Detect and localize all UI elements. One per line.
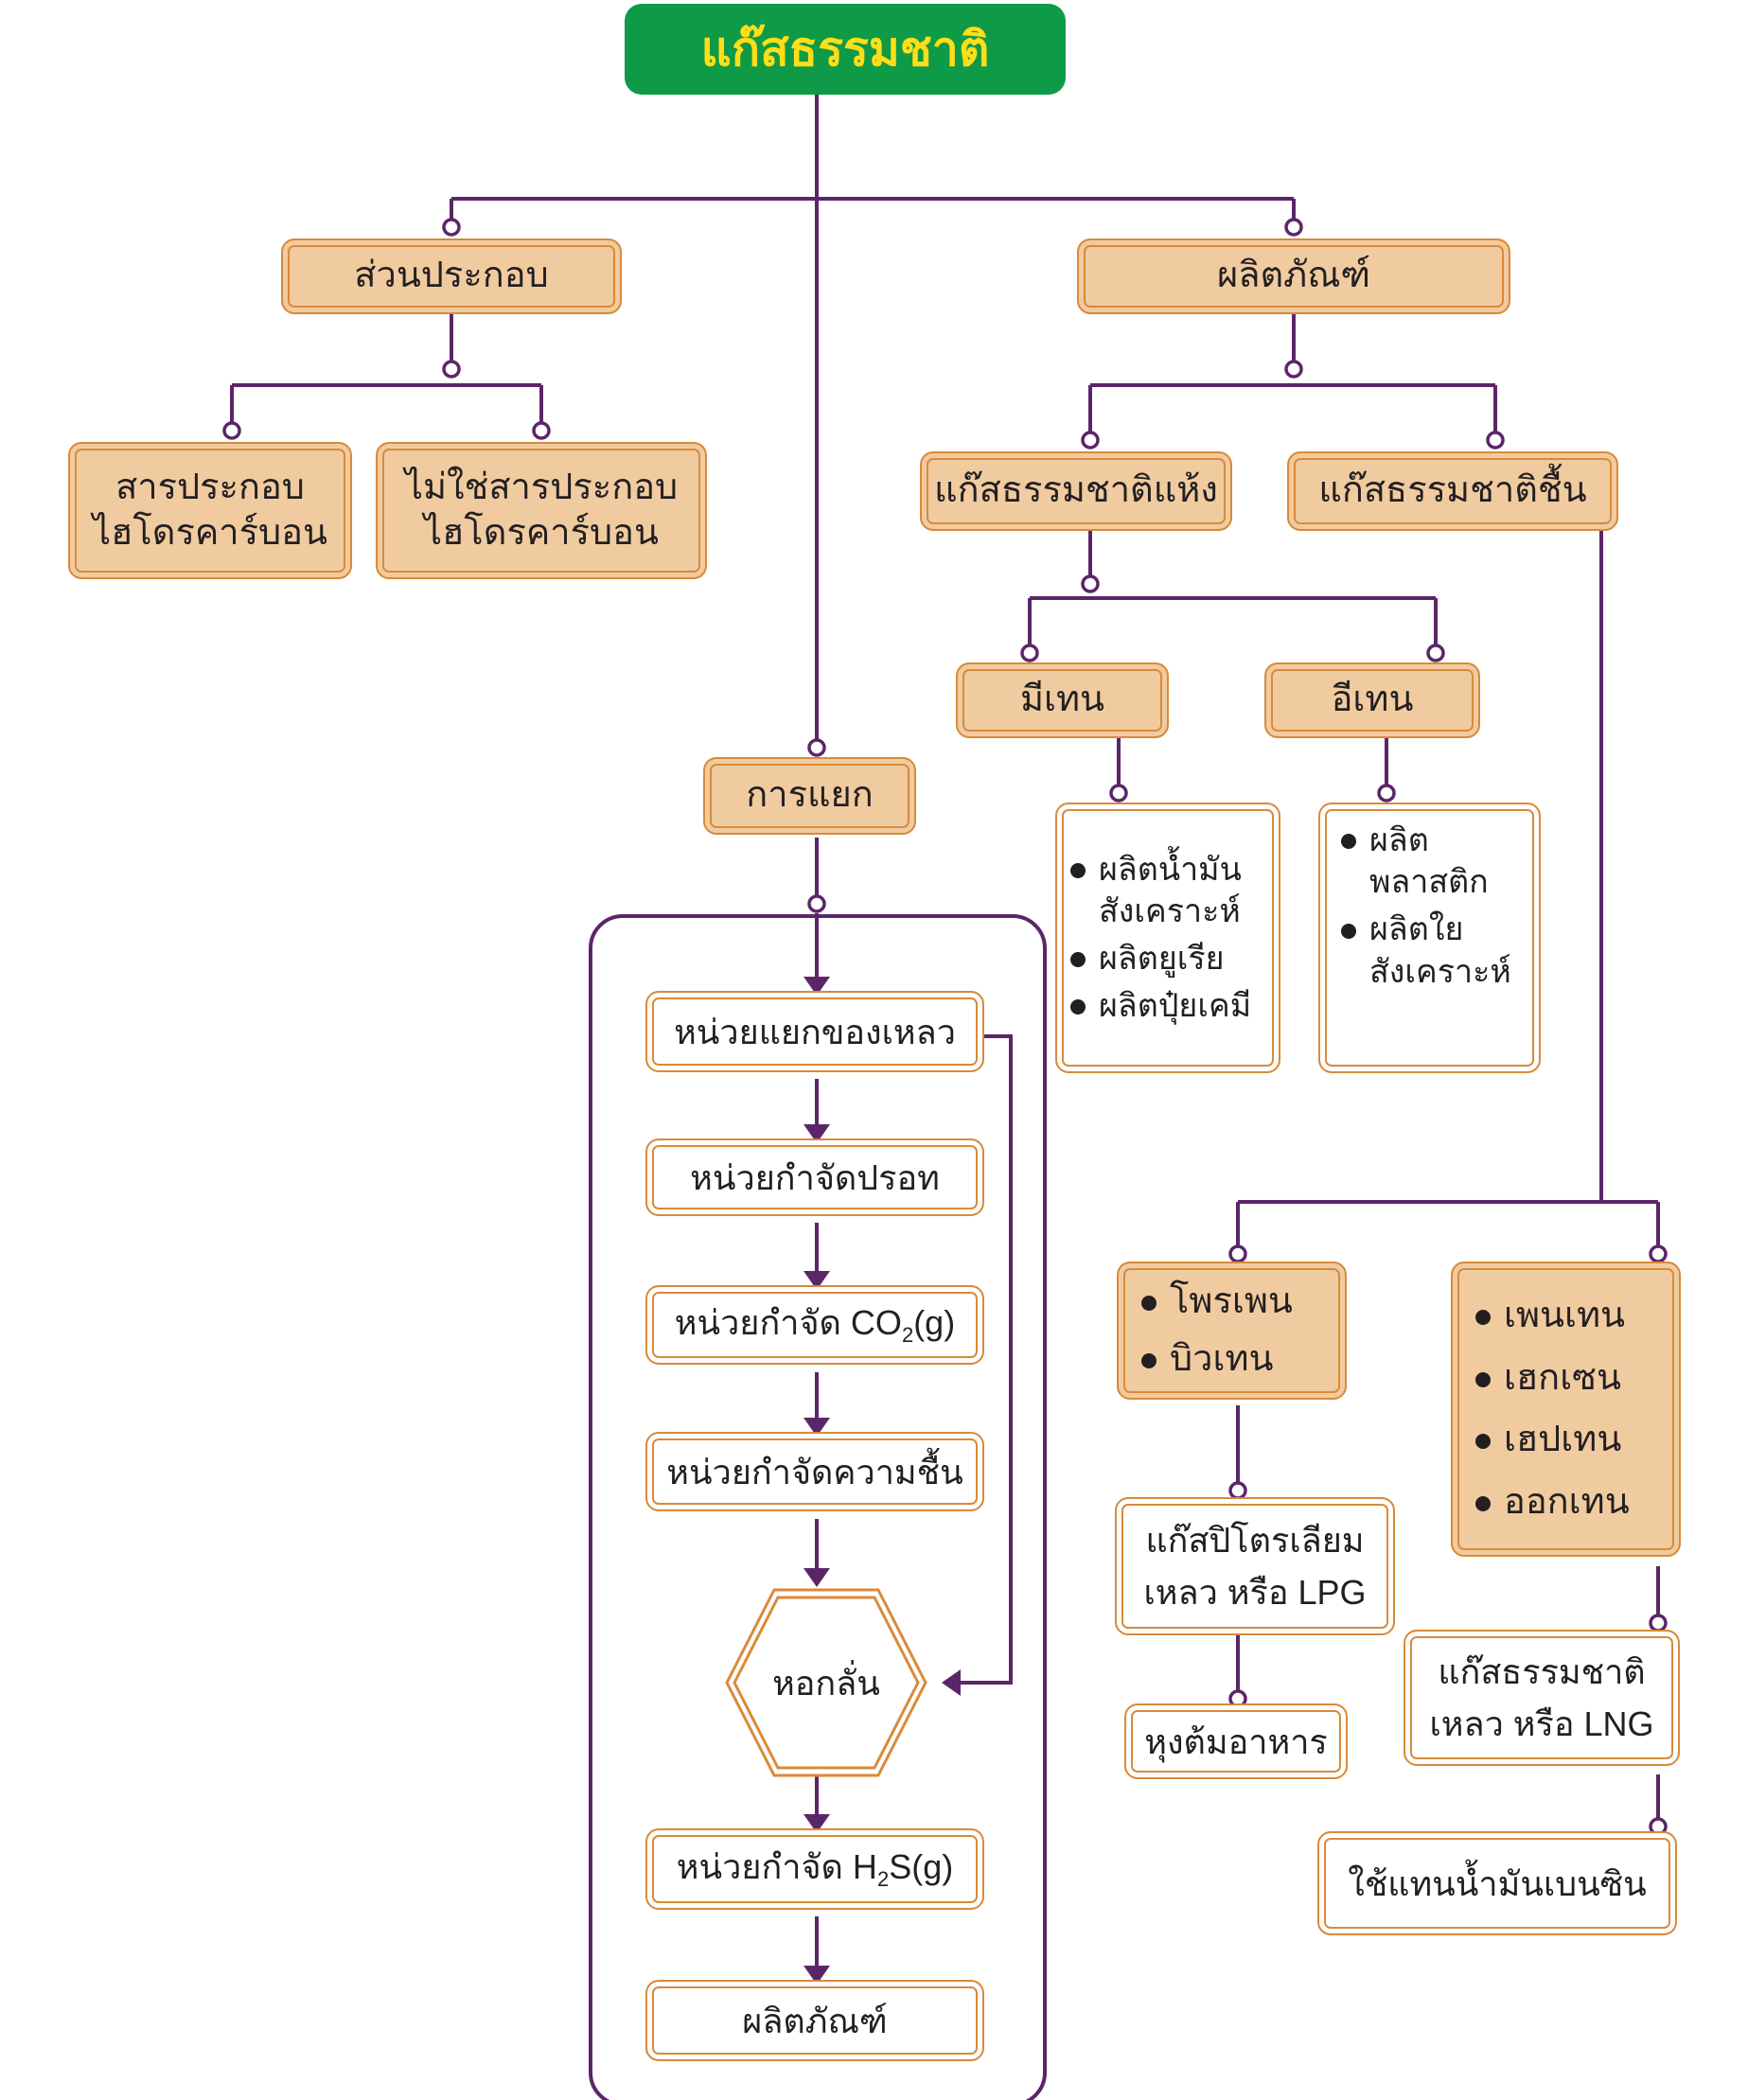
step-co2-box: หน่วยกำจัด CO2(g) [645, 1285, 984, 1365]
ethane-use-1: ผลิต [1341, 820, 1429, 861]
step-co2-label: หน่วยกำจัด CO2(g) [674, 1303, 956, 1348]
methane-use-2: ผลิตยูเรีย [1070, 938, 1225, 979]
bullet-icon [1070, 862, 1086, 878]
hydrocarbon-line-2: ไฮโดรคาร์บอน [93, 512, 327, 553]
methane-use-1-cont: สังเคราะห์ [1099, 892, 1241, 929]
lpg-line-1: แก๊สปิโตรเลียม [1145, 1521, 1365, 1560]
ethane-uses-box: ผลิต พลาสติก ผลิตใย สังเคราะห์ [1318, 803, 1541, 1073]
step-product-box: ผลิตภัณฑ์ [645, 1980, 984, 2061]
methane-use-1: ผลิตน้ำมัน [1070, 849, 1242, 891]
bullet-icon [1475, 1434, 1491, 1450]
dry-gas-label: แก๊สธรรมชาติแห้ง [934, 470, 1218, 511]
wet-gas-box: แก๊สธรรมชาติชื้น [1287, 451, 1618, 531]
bullet-icon [1141, 1295, 1157, 1311]
step-moisture-label: หน่วยกำจัดความชื้น [666, 1452, 963, 1491]
lpg-use-box: หุงต้มอาหาร [1124, 1703, 1348, 1779]
light-gas-1: โพรเพน [1141, 1279, 1293, 1325]
bullet-icon [1341, 923, 1356, 939]
step-liquid-box: หน่วยแยกของเหลว [645, 991, 984, 1072]
arrowheads [803, 977, 961, 1985]
lng-line-1: แก๊สธรรมชาติ [1438, 1652, 1646, 1691]
bullet-icon [1475, 1495, 1491, 1511]
step-moisture-box: หน่วยกำจัดความชื้น [645, 1432, 984, 1511]
heavy-gas-1: เพนเทน [1475, 1294, 1625, 1339]
ethane-use-1-cont: พลาสติก [1369, 864, 1489, 901]
bullet-icon [1070, 999, 1086, 1015]
methane-label: มีเทน [1019, 679, 1105, 720]
title-box: แก๊สธรรมชาติ [625, 4, 1066, 95]
dry-gas-box: แก๊สธรรมชาติแห้ง [920, 451, 1232, 531]
non-hydrocarbon-box: ไม่ใช่สารประกอบ ไฮโดรคาร์บอน [376, 442, 707, 579]
step-mercury-label: หน่วยกำจัดปรอท [690, 1157, 940, 1197]
ethane-use-2: ผลิตใย [1341, 909, 1463, 950]
bullet-icon [1141, 1353, 1157, 1369]
lpg-line-2: เหลว หรือ LPG [1143, 1573, 1367, 1612]
step-h2s-box: หน่วยกำจัด H2S(g) [645, 1828, 984, 1910]
heavy-gas-4: ออกเทน [1475, 1480, 1630, 1526]
bullet-icon [1341, 834, 1356, 850]
ethane-use-2-cont: สังเคราะห์ [1369, 953, 1511, 990]
lng-line-2: เหลว หรือ LNG [1429, 1704, 1654, 1743]
wet-gas-label: แก๊สธรรมชาติชื้น [1318, 470, 1587, 511]
light-gas-2: บิวเทน [1141, 1337, 1273, 1383]
lng-use-box: ใช้แทนน้ำมันเบนซิน [1317, 1831, 1677, 1935]
ethane-box: อีเทน [1264, 662, 1480, 738]
lpg-box: แก๊สปิโตรเลียม เหลว หรือ LPG [1115, 1497, 1395, 1635]
composition-box: ส่วนประกอบ [281, 238, 622, 314]
methane-use-3: ผลิตปุ๋ยเคมี [1070, 985, 1251, 1027]
non-hydrocarbon-line-1: ไม่ใช่สารประกอบ [404, 468, 679, 507]
step-product-label: ผลิตภัณฑ์ [742, 2001, 888, 2040]
step-liquid-label: หน่วยแยกของเหลว [674, 1012, 956, 1051]
methane-uses-box: ผลิตน้ำมัน สังเคราะห์ ผลิตยูเรีย ผลิตปุ๋… [1055, 803, 1280, 1073]
bullet-icon [1475, 1371, 1491, 1387]
products-label: ผลิตภัณฑ์ [1216, 256, 1371, 296]
heavy-gas-2: เฮกเซน [1475, 1356, 1621, 1402]
bullet-icon [1070, 952, 1086, 968]
step-distill-label: หอกลั่น [772, 1663, 880, 1703]
distill-hexagon-inner [733, 1596, 920, 1770]
title-text: แก๊สธรรมชาติ [700, 22, 990, 76]
ethane-label: อีเทน [1331, 679, 1414, 720]
hydrocarbon-box: สารประกอบ ไฮโดรคาร์บอน [68, 442, 352, 579]
separation-label: การแยก [746, 775, 874, 816]
step-distill-box: หอกลั่น [727, 1590, 926, 1775]
non-hydrocarbon-line-2: ไฮโดรคาร์บอน [424, 512, 659, 553]
heavy-gas-box: เพนเทน เฮกเซน เฮปเทน ออกเทน [1451, 1262, 1681, 1557]
step-mercury-box: หน่วยกำจัดปรอท [645, 1138, 984, 1216]
lng-use-label: ใช้แทนน้ำมันเบนซิน [1348, 1863, 1647, 1903]
composition-label: ส่วนประกอบ [354, 256, 549, 296]
step-h2s-label: หน่วยกำจัด H2S(g) [676, 1847, 954, 1892]
methane-box: มีเทน [956, 662, 1169, 738]
products-box: ผลิตภัณฑ์ [1077, 238, 1510, 314]
bullet-icon [1475, 1310, 1491, 1326]
separation-box: การแยก [703, 757, 916, 835]
lpg-use-label: หุงต้มอาหาร [1144, 1721, 1328, 1761]
light-gas-box: โพรเพน บิวเทน [1117, 1262, 1347, 1400]
hydrocarbon-line-1: สารประกอบ [115, 468, 305, 507]
lng-box: แก๊สธรรมชาติ เหลว หรือ LNG [1404, 1630, 1680, 1766]
connector-dots [222, 218, 1668, 1836]
heavy-gas-3: เฮปเทน [1475, 1418, 1621, 1463]
